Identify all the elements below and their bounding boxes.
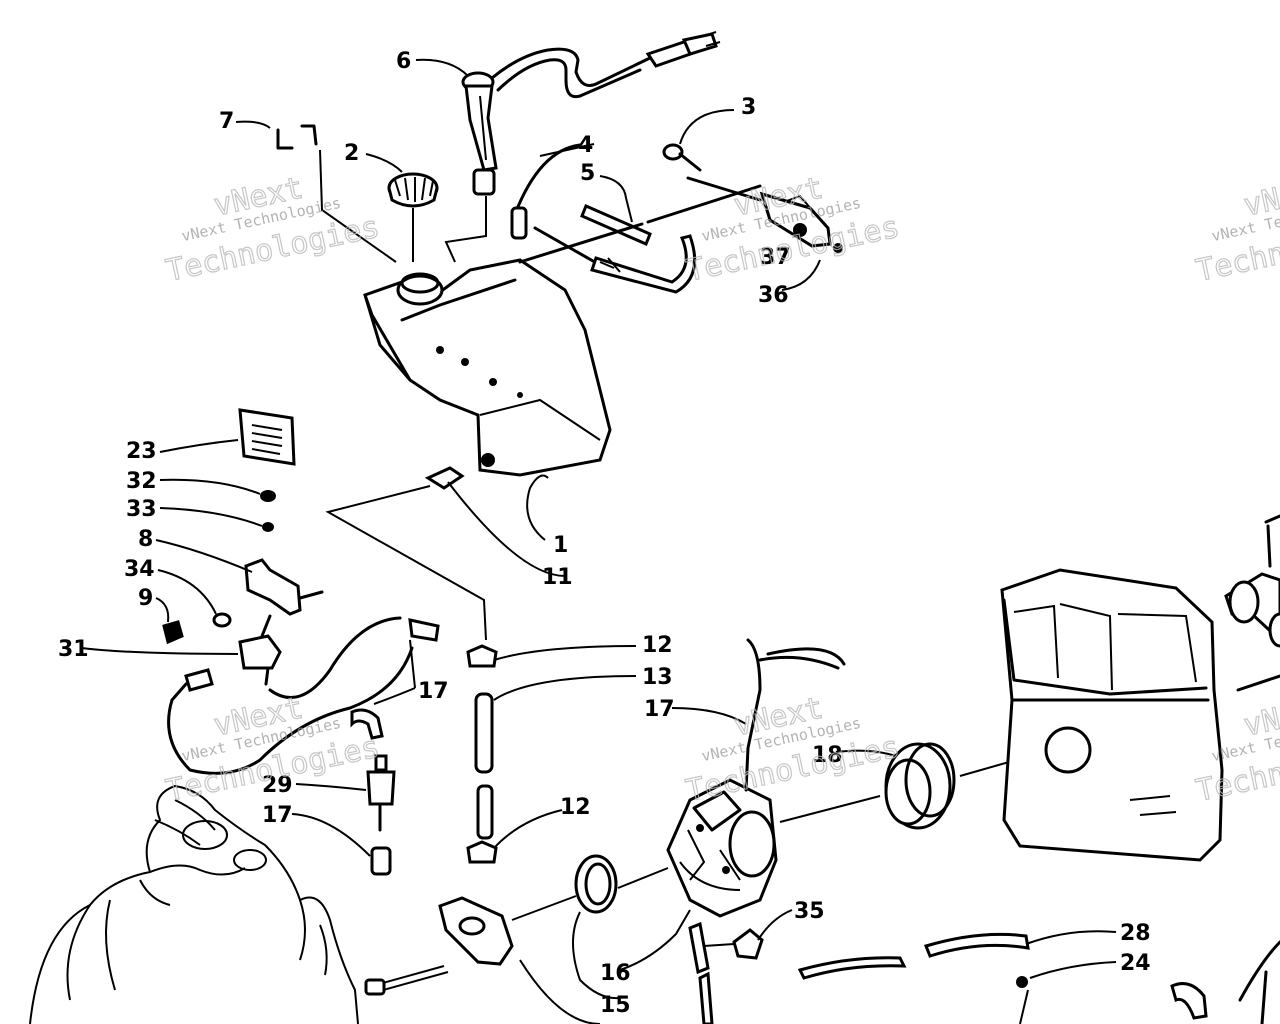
callout-11: 11 (542, 565, 573, 590)
fuel-gauge-sender (461, 71, 498, 196)
right-edge-parts (1170, 514, 1280, 1024)
callout-1: 1 (553, 533, 568, 558)
callout-33: 33 (126, 497, 157, 522)
callout-29: 29 (262, 773, 293, 798)
callout-13: 13 (642, 665, 673, 690)
callout-17-lower: 17 (262, 803, 293, 828)
callout-16: 16 (600, 961, 631, 986)
intake-boot-18 (779, 742, 1045, 830)
callout-17-carb: 17 (644, 697, 675, 722)
callout-8: 8 (138, 527, 153, 552)
callout-12-top: 12 (642, 633, 673, 658)
callout-2: 2 (344, 141, 359, 166)
callout-3: 3 (741, 95, 756, 120)
callout-32: 32 (126, 469, 157, 494)
callout-28: 28 (1120, 921, 1151, 946)
fuel-line-28-24 (797, 932, 1030, 988)
sender-leader (444, 196, 487, 263)
callout-36: 36 (758, 283, 789, 308)
callout-12-bottom: 12 (560, 795, 591, 820)
callout-31: 31 (58, 637, 89, 662)
callout-35: 35 (794, 899, 825, 924)
tank-outlet-fitting (325, 466, 487, 641)
fuel-hoses-left (167, 616, 440, 775)
hose-clamp-16 (511, 854, 669, 921)
callout-34: 34 (124, 557, 155, 582)
callout-37: 37 (760, 245, 791, 270)
small-parts-stack (162, 490, 324, 645)
callout-7: 7 (219, 109, 234, 134)
callout-15: 15 (600, 993, 631, 1018)
callout-17-left: 17 (418, 679, 449, 704)
leader-lines (81, 58, 1117, 1024)
decal-23 (238, 408, 296, 466)
fuel-tank (363, 258, 612, 477)
tank-cap (387, 172, 444, 306)
callout-4: 4 (578, 133, 593, 158)
top-fuel-line (490, 31, 721, 99)
callout-5: 5 (580, 161, 595, 186)
fuel-pump-31 (238, 614, 282, 686)
callout-18: 18 (812, 743, 843, 768)
callout-labels: 1 2 3 4 5 6 7 8 9 11 12 12 13 15 16 17 1… (58, 49, 1151, 1018)
fuel-standpipe (466, 644, 498, 864)
engine-outline (29, 784, 359, 1024)
callout-6: 6 (396, 49, 411, 74)
callout-9: 9 (138, 586, 153, 611)
air-silencer (1000, 568, 1224, 862)
inline-filter-29 (366, 754, 396, 876)
intake-adapter (364, 896, 514, 996)
carb-fittings (688, 921, 764, 1024)
callout-24: 24 (1120, 951, 1151, 976)
vent-assembly (510, 143, 843, 294)
callout-23: 23 (126, 439, 157, 464)
clip-bracket (276, 124, 397, 263)
carburetor (666, 638, 846, 918)
